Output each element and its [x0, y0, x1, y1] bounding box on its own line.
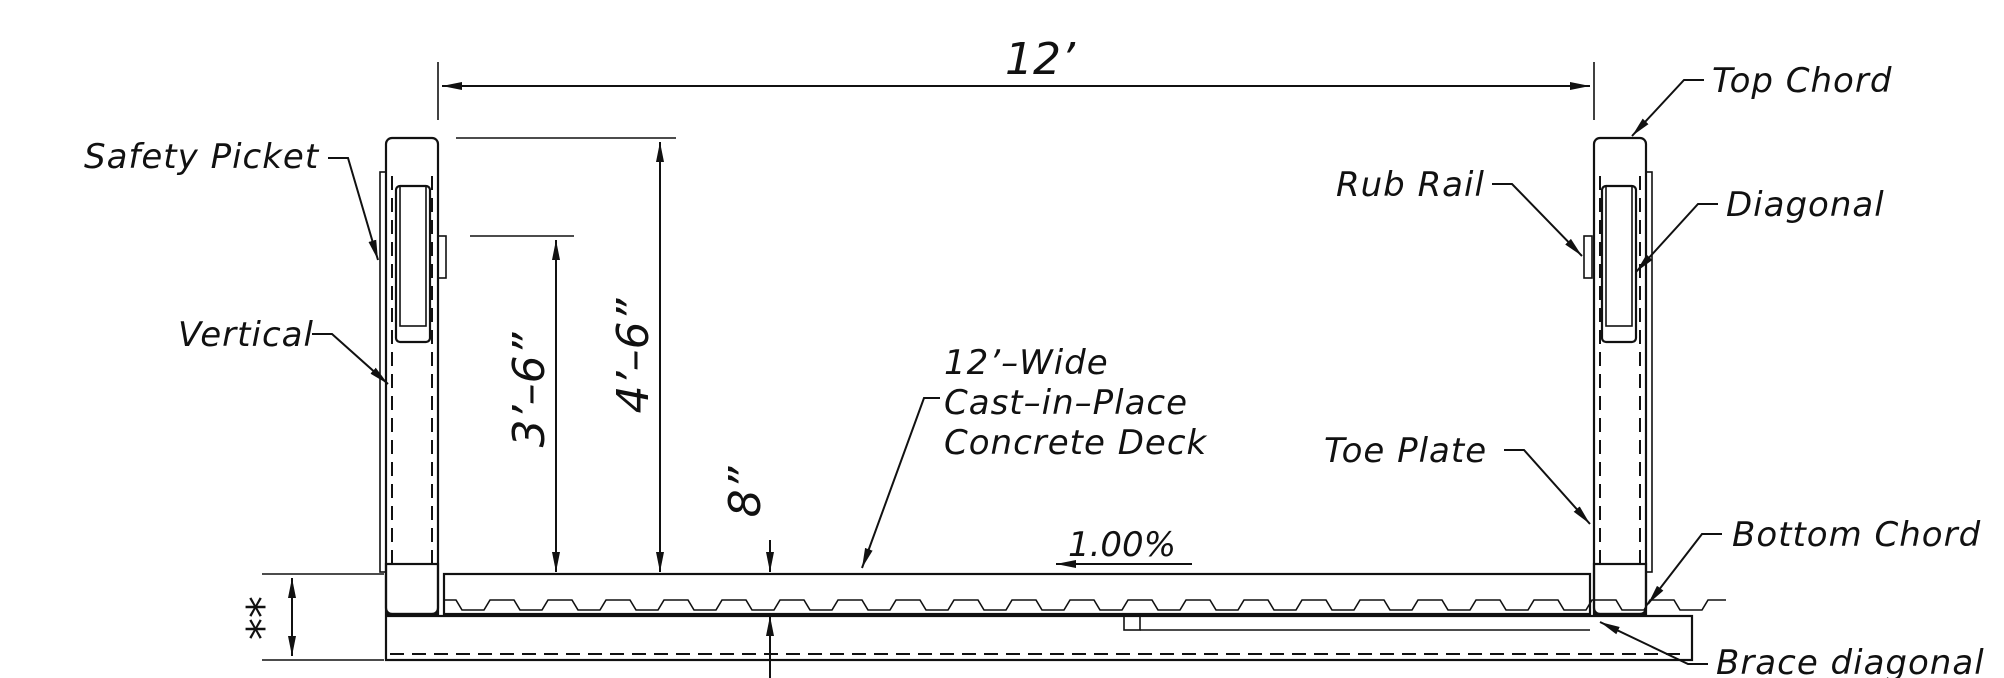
right-truss	[1583, 136, 1653, 616]
deck-note-line-3: Concrete Deck	[944, 423, 1208, 463]
vertical-label: Vertical	[178, 315, 314, 355]
callout-bottom-chord: Bottom Chord	[1647, 515, 1981, 605]
callout-toe-plate: Toe Plate	[1324, 431, 1591, 525]
callout-rub-rail: Rub Rail	[1336, 165, 1583, 257]
rail-height-inner-label: 3’–6”	[504, 331, 555, 447]
bottom-chord-label: Bottom Chord	[1732, 515, 1981, 555]
rub-rail-label: Rub Rail	[1336, 165, 1485, 205]
left-truss	[379, 136, 447, 616]
brace-diagonal-label: Brace diagonal	[1716, 643, 1985, 678]
diagonal-label: Diagonal	[1726, 185, 1885, 225]
span-dimension: 12’	[437, 34, 1595, 120]
callout-diagonal: Diagonal	[1635, 185, 1885, 273]
callout-top-chord: Top Chord	[1631, 61, 1892, 137]
chord-depth-label: **	[238, 596, 289, 640]
cross-slope-label: 1.00%	[1068, 525, 1176, 565]
deck-note-line-2: Cast–in–Place	[944, 383, 1188, 423]
cross-slope: 1.00%	[1056, 525, 1192, 568]
deck-thickness-dimension: 8”	[720, 465, 774, 678]
callout-brace-diagonal: Brace diagonal	[1599, 621, 1985, 678]
callout-safety-picket: Safety Picket	[84, 137, 379, 261]
deck-note-line-1: 12’–Wide	[944, 343, 1109, 383]
rail-height-outer-dimension: 4’–6”	[456, 137, 676, 572]
safety-picket-label: Safety Picket	[84, 137, 320, 177]
rail-height-inner-dimension: 3’–6”	[470, 235, 574, 572]
toe-plate-label: Toe Plate	[1324, 431, 1487, 471]
concrete-deck	[442, 572, 1726, 616]
span-dimension-label: 12’	[1005, 34, 1076, 85]
chord-depth-dimension: **	[238, 573, 384, 661]
deck-thickness-label: 8”	[720, 465, 771, 517]
rail-height-outer-label: 4’–6”	[608, 297, 659, 413]
floor-beam	[384, 614, 1694, 662]
deck-note: 12’–Wide Cast–in–Place Concrete Deck	[861, 343, 1208, 569]
callout-vertical: Vertical	[178, 315, 389, 385]
top-chord-label: Top Chord	[1712, 61, 1892, 101]
